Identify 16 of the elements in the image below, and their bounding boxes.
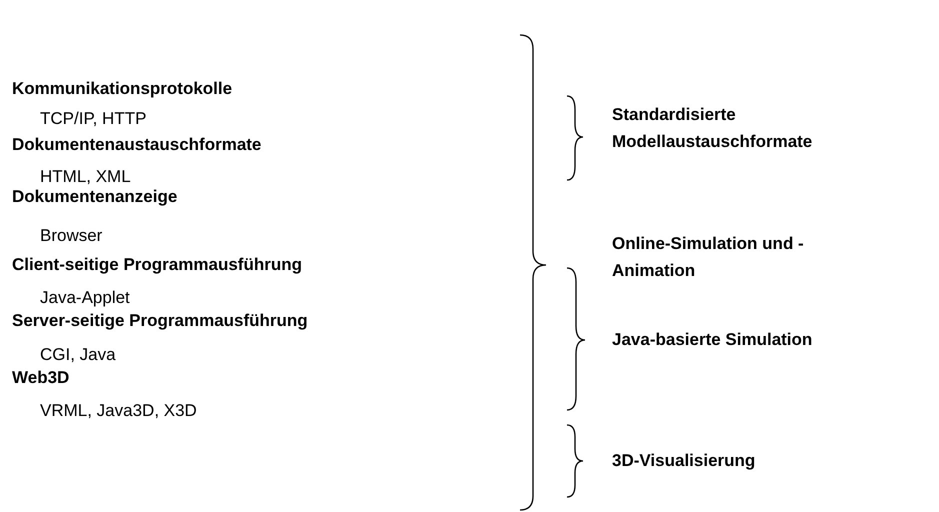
heading-label: Online-Simulation und -Animation xyxy=(612,233,805,282)
heading-label: Standardisierte Modellaustauschformate xyxy=(612,104,814,153)
heading-label: Server-seitige Programmausführung xyxy=(12,310,308,332)
item-label: Browser xyxy=(40,225,102,247)
heading-label: Web3D xyxy=(12,367,70,389)
heading-label: Java-basierte Simulation xyxy=(612,329,812,351)
heading-label: Dokumentenanzeige xyxy=(12,186,178,208)
heading-label: 3D-Visualisierung xyxy=(612,450,756,472)
item-label: HTML, XML xyxy=(40,166,131,188)
item-label: TCP/IP, HTTP xyxy=(40,108,146,130)
item-label: Java-Applet xyxy=(40,287,130,309)
item-label: VRML, Java3D, X3D xyxy=(40,400,197,422)
heading-label: Client-seitige Programmausführung xyxy=(12,254,302,276)
item-label: CGI, Java xyxy=(40,344,116,366)
heading-label: Dokumentenaustauschformate xyxy=(12,134,262,156)
heading-label: Kommunikationsprotokolle xyxy=(12,78,232,100)
